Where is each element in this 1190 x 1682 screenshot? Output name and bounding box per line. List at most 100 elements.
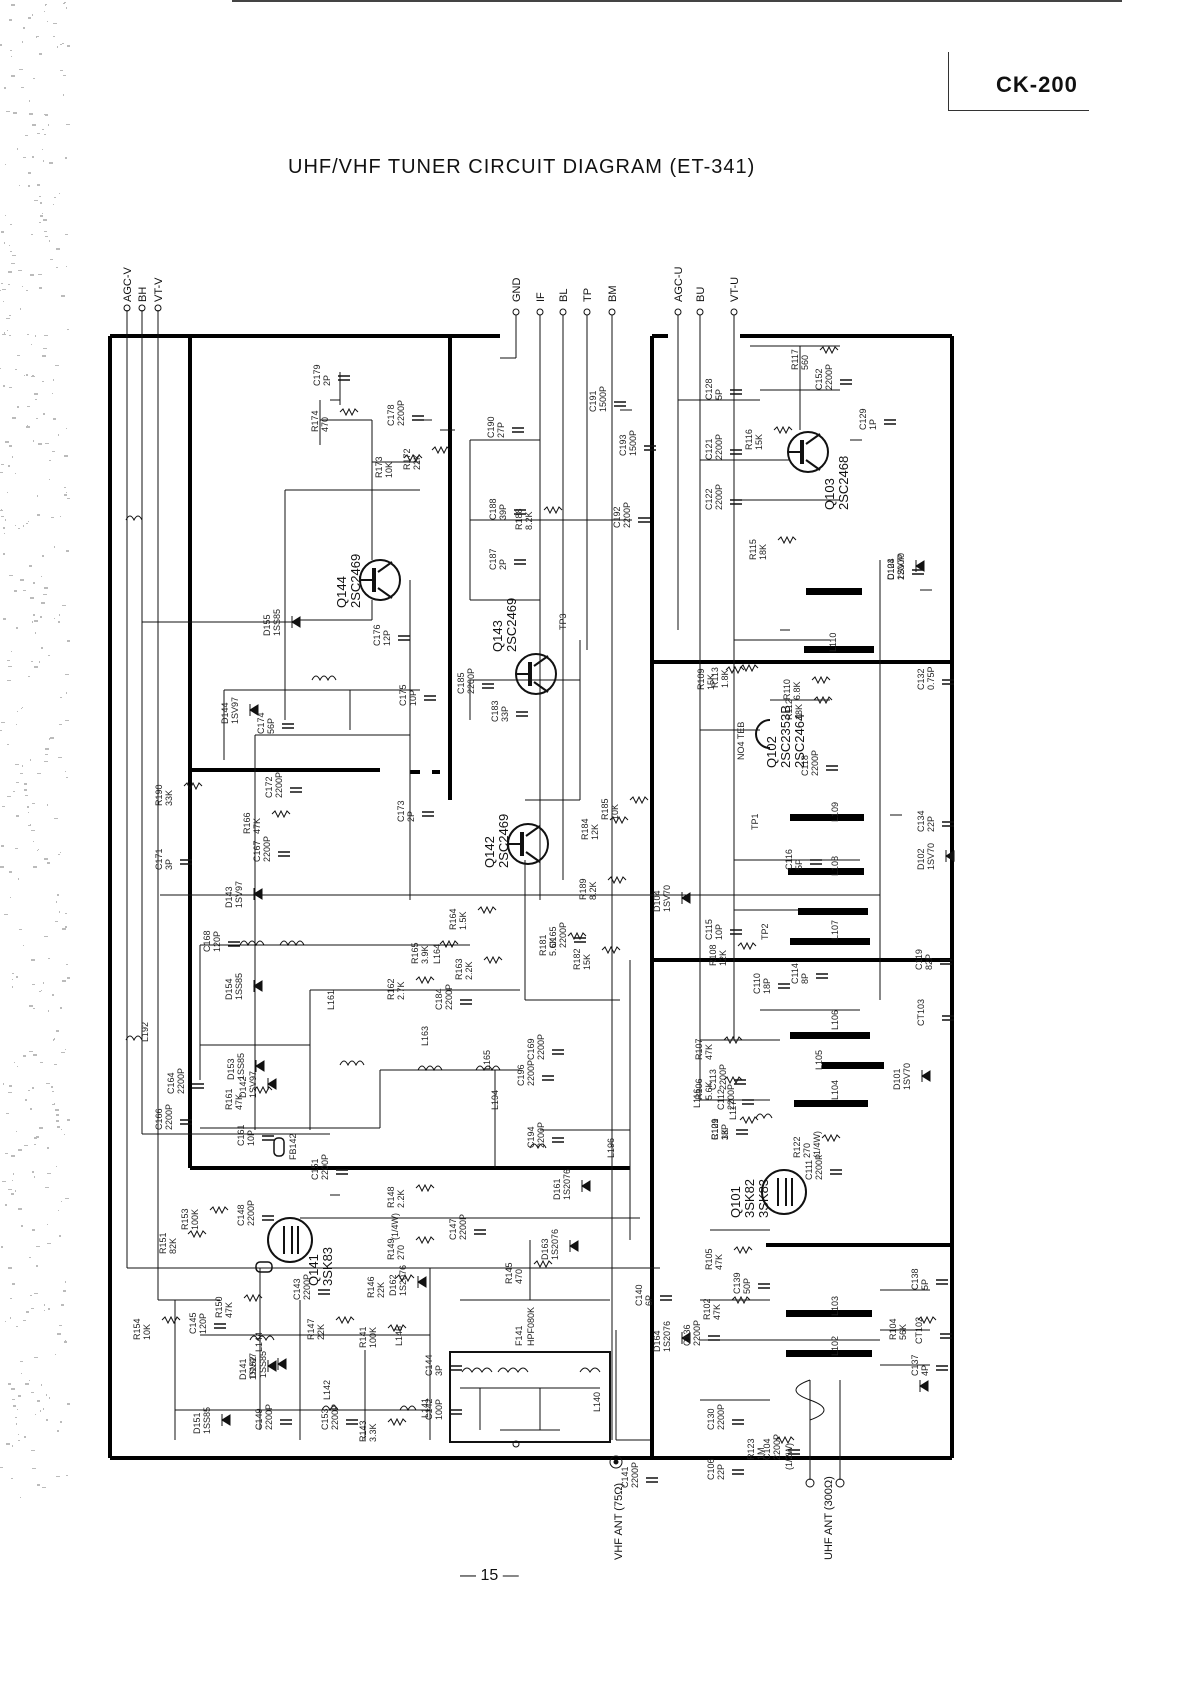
- diode-part-d162: 1S2076: [398, 1265, 408, 1296]
- scan-speck: [28, 172, 31, 174]
- scan-speck: [65, 720, 69, 721]
- capacitor-value-c140: 6P: [644, 1295, 654, 1306]
- scan-speck: [8, 1267, 12, 1269]
- scan-speck: [57, 46, 58, 48]
- resistor-zigzag: [209, 1205, 229, 1215]
- q144-symbol: [359, 559, 401, 601]
- scan-speck: [58, 757, 62, 758]
- q101-ref: Q101: [728, 1186, 743, 1218]
- q142-symbol: [507, 823, 549, 865]
- capacitor-value-c175: 10P: [408, 690, 418, 706]
- scan-speck: [9, 1085, 12, 1087]
- scan-speck: [60, 697, 62, 698]
- capacitor-ref-c188: C188: [488, 498, 498, 520]
- scan-speck: [30, 759, 31, 761]
- vhf-antenna-terminal: [609, 1455, 623, 1469]
- scan-speck: [45, 754, 48, 755]
- scan-speck: [54, 1064, 57, 1065]
- scan-speck: [42, 129, 44, 130]
- scan-speck: [31, 234, 33, 235]
- scan-speck: [65, 926, 67, 928]
- resistor-value-r109: 15K: [706, 674, 716, 690]
- resistor-value-r116: 15K: [754, 434, 764, 450]
- wiring-uhf: [678, 345, 930, 1401]
- scan-speck: [65, 234, 68, 235]
- scan-speck: [54, 618, 55, 619]
- scan-speck: [42, 213, 43, 214]
- inductor-ref-l142: L142: [322, 1380, 332, 1400]
- scan-speck: [53, 379, 54, 381]
- scan-speck: [49, 460, 51, 461]
- capacitor-value-c183: 33P: [500, 706, 510, 722]
- scan-speck: [33, 1054, 37, 1056]
- scan-speck: [62, 605, 66, 606]
- diode-triangle: [249, 704, 259, 716]
- terminal-if: IF: [535, 292, 547, 302]
- scan-speck: [8, 1092, 12, 1093]
- resistor-zigzag: [483, 955, 503, 965]
- capacitor-ref-c129: C129: [858, 408, 868, 430]
- q103-symbol: [787, 431, 829, 473]
- scan-speck: [61, 1304, 64, 1306]
- resistor-ref-r113: R113: [710, 667, 720, 688]
- scan-speck: [49, 738, 50, 740]
- diode-ref-d152: D152: [248, 1356, 258, 1378]
- scan-speck: [11, 4, 15, 6]
- scan-speck: [25, 1383, 29, 1385]
- scan-speck: [44, 134, 46, 135]
- scan-speck: [66, 124, 70, 125]
- diode-ref-d151: D151: [192, 1412, 202, 1434]
- scan-speck: [20, 773, 23, 774]
- scan-speck: [23, 157, 26, 158]
- scan-speck: [66, 777, 68, 778]
- scan-speck: [41, 990, 42, 991]
- scan-speck: [15, 848, 18, 849]
- scan-speck: [58, 621, 60, 623]
- scan-speck: [43, 413, 45, 415]
- scan-speck: [0, 290, 1, 291]
- capacitor-value-c132: 0.75P: [926, 666, 936, 690]
- q144-part: 2SC2469: [348, 554, 363, 608]
- resistor-value-r143: 3.3K: [368, 1423, 378, 1442]
- scan-speck: [27, 334, 29, 335]
- q143-symbol: [515, 653, 557, 695]
- capacitor-ref-c196: C196: [516, 1064, 526, 1086]
- capacitor-ref-c193: C193: [618, 434, 628, 456]
- scan-speck: [16, 1423, 17, 1425]
- resistor-zigzag: [387, 1323, 407, 1333]
- scan-speck: [34, 1176, 35, 1178]
- scan-speck: [65, 1049, 66, 1050]
- diode-part-d104: 1SV70: [662, 885, 672, 912]
- scan-speck: [62, 43, 64, 44]
- resistor-ref-r102: R102: [702, 1298, 712, 1320]
- scan-speck: [48, 958, 50, 959]
- scan-speck: [12, 1283, 15, 1285]
- scan-speck: [7, 796, 11, 797]
- scan-speck: [36, 1265, 38, 1267]
- scan-speck: [63, 75, 66, 76]
- scan-speck: [65, 1198, 69, 1199]
- inductor-ref-l141: L141: [420, 1398, 430, 1418]
- scan-speck: [35, 632, 36, 634]
- scan-speck: [37, 184, 40, 186]
- resistor-zigzag: [403, 453, 423, 463]
- scan-speck: [11, 1388, 15, 1390]
- scan-speck: [38, 849, 39, 850]
- scan-speck: [52, 451, 55, 452]
- scan-speck: [29, 1257, 31, 1258]
- resistor-value-r172: 22K: [412, 454, 422, 470]
- diode-ref-d144: D144: [220, 702, 230, 724]
- scan-speck: [38, 443, 42, 445]
- scan-speck: [39, 53, 42, 55]
- resistor-symbols: [161, 345, 937, 1445]
- scan-speck: [33, 582, 35, 584]
- resistor-ref-r189: R189: [578, 878, 588, 900]
- scan-speck: [28, 812, 29, 813]
- scan-speck: [10, 224, 12, 225]
- resistor-zigzag: [731, 1295, 751, 1305]
- capacitor-value-c190: 27P: [496, 422, 506, 438]
- scan-speck: [64, 1341, 67, 1343]
- scan-speck: [39, 196, 41, 197]
- terminal-lines-mid: [500, 308, 616, 1440]
- scan-speck: [65, 1281, 66, 1283]
